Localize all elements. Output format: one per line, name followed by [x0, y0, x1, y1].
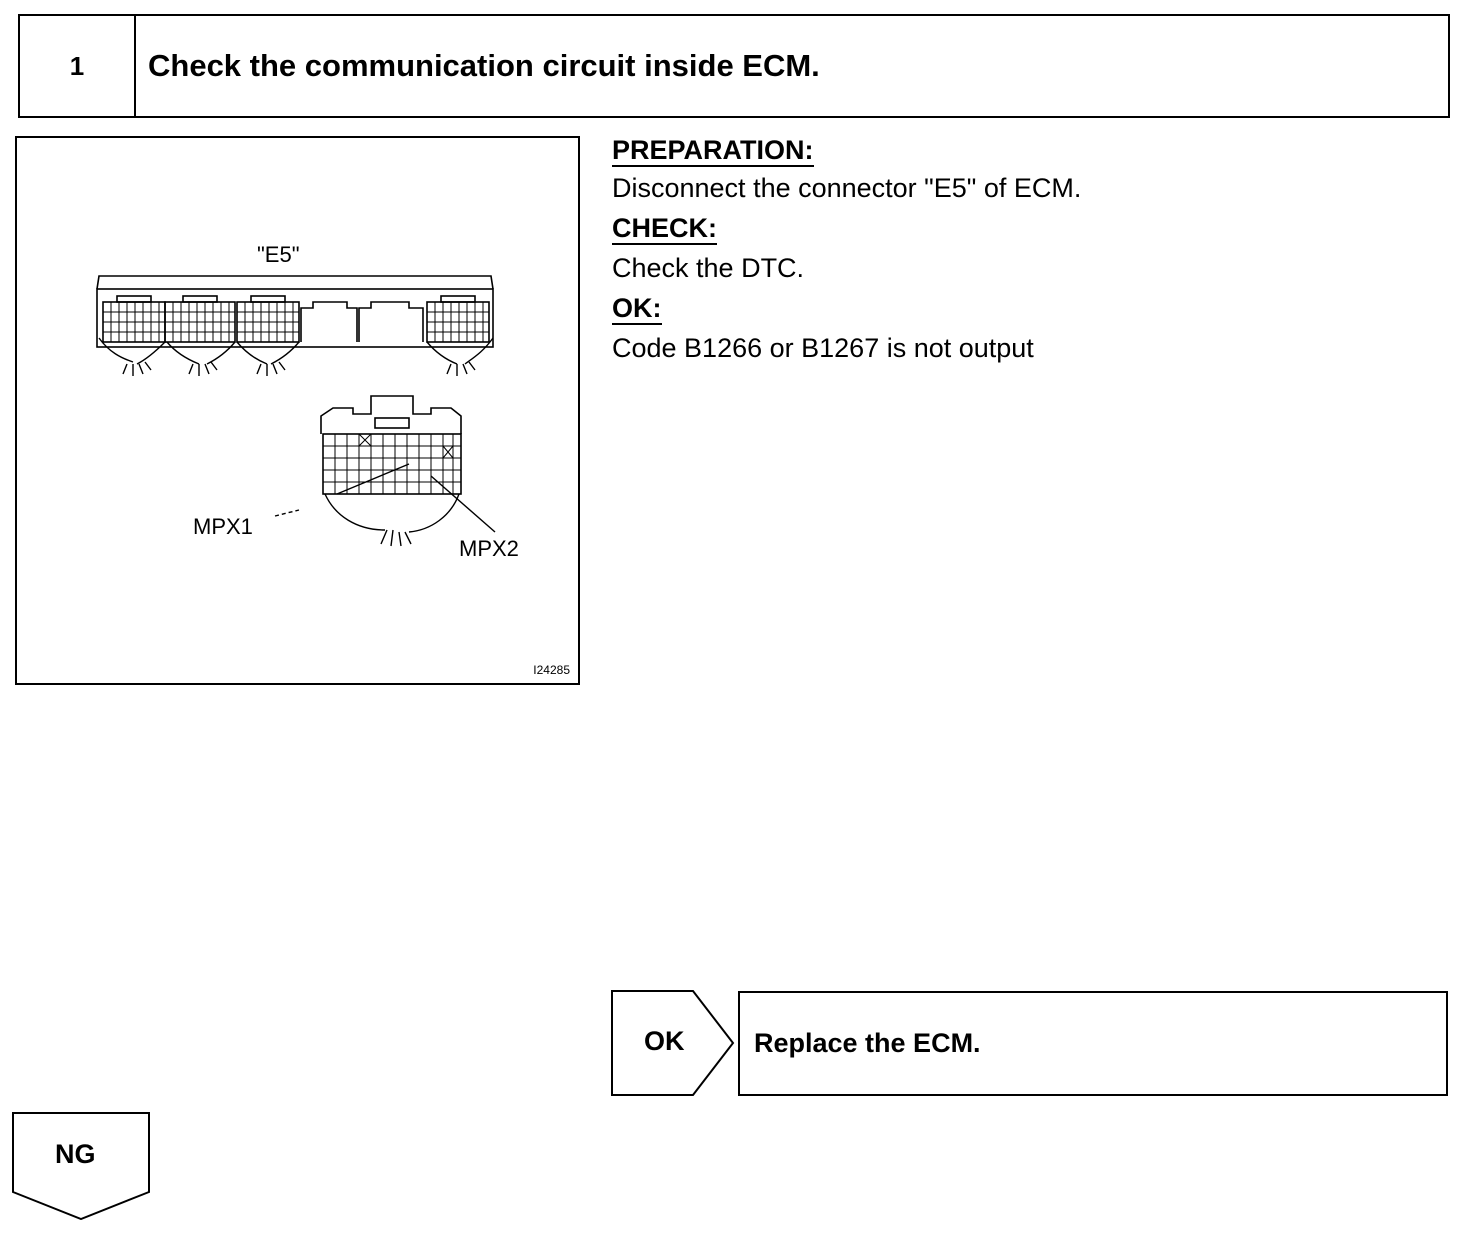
mpx1-label: MPX1 [193, 514, 253, 539]
figure-id: I24285 [533, 663, 570, 677]
ok-label: OK [644, 1026, 685, 1056]
step-header: 1 Check the communication circuit inside… [18, 14, 1450, 118]
step-title: Check the communication circuit inside E… [148, 48, 820, 83]
step-number: 1 [20, 16, 136, 116]
ok-arrow-tag [611, 990, 735, 1096]
mpx2-label: MPX2 [459, 536, 519, 561]
ng-label: NG [55, 1139, 96, 1169]
preparation-text: Disconnect the connector "E5" of ECM. [612, 173, 1082, 203]
check-text: Check the DTC. [612, 253, 805, 283]
connector-e5-label: "E5" [257, 242, 300, 267]
preparation-heading: PREPARATION: [612, 135, 814, 167]
ok-heading: OK: [612, 293, 662, 325]
ok-criteria-text: Code B1266 or B1267 is not output [612, 333, 1034, 363]
ok-action-box: Replace the ECM. [738, 991, 1448, 1096]
ecm-connector-drawing [96, 275, 496, 547]
ng-arrow-tag [12, 1112, 150, 1220]
check-heading: CHECK: [612, 213, 717, 245]
connector-illustration: "E5" MPX1 MPX2 I24285 [15, 136, 580, 685]
